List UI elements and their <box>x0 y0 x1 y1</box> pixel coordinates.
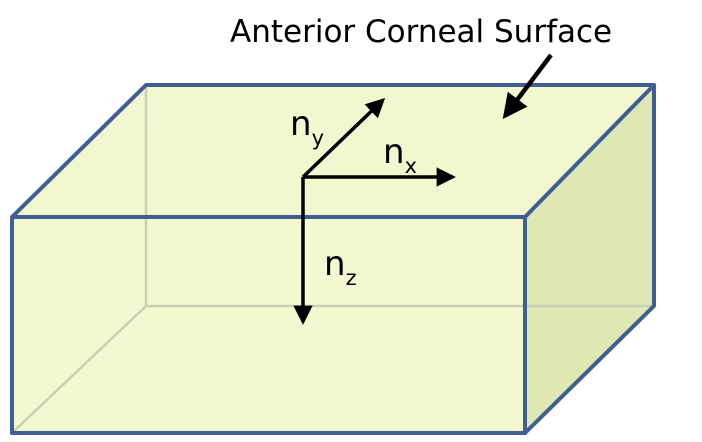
annotation-label: Anterior Corneal Surface <box>230 14 612 50</box>
box-front-face <box>12 217 525 433</box>
nz-label-base: n <box>324 244 346 284</box>
nx-label-base: n <box>383 132 405 172</box>
nz-label-subscript: z <box>346 266 357 290</box>
nx-label-subscript: x <box>405 154 417 178</box>
box-hidden-edge-bottom-left <box>11 305 147 434</box>
nx-axis-label: nx <box>383 132 417 178</box>
ny-label-base: n <box>290 104 312 144</box>
ny-axis-label: ny <box>290 104 324 150</box>
box-side-outline <box>523 85 656 435</box>
box-top-face <box>12 85 654 217</box>
box-side-face <box>525 85 654 433</box>
nz-axis-label: nz <box>324 244 357 290</box>
ny-axis-arrow <box>301 97 386 179</box>
ny-label-subscript: y <box>312 126 324 150</box>
annotation-pointer-arrow <box>502 53 553 119</box>
